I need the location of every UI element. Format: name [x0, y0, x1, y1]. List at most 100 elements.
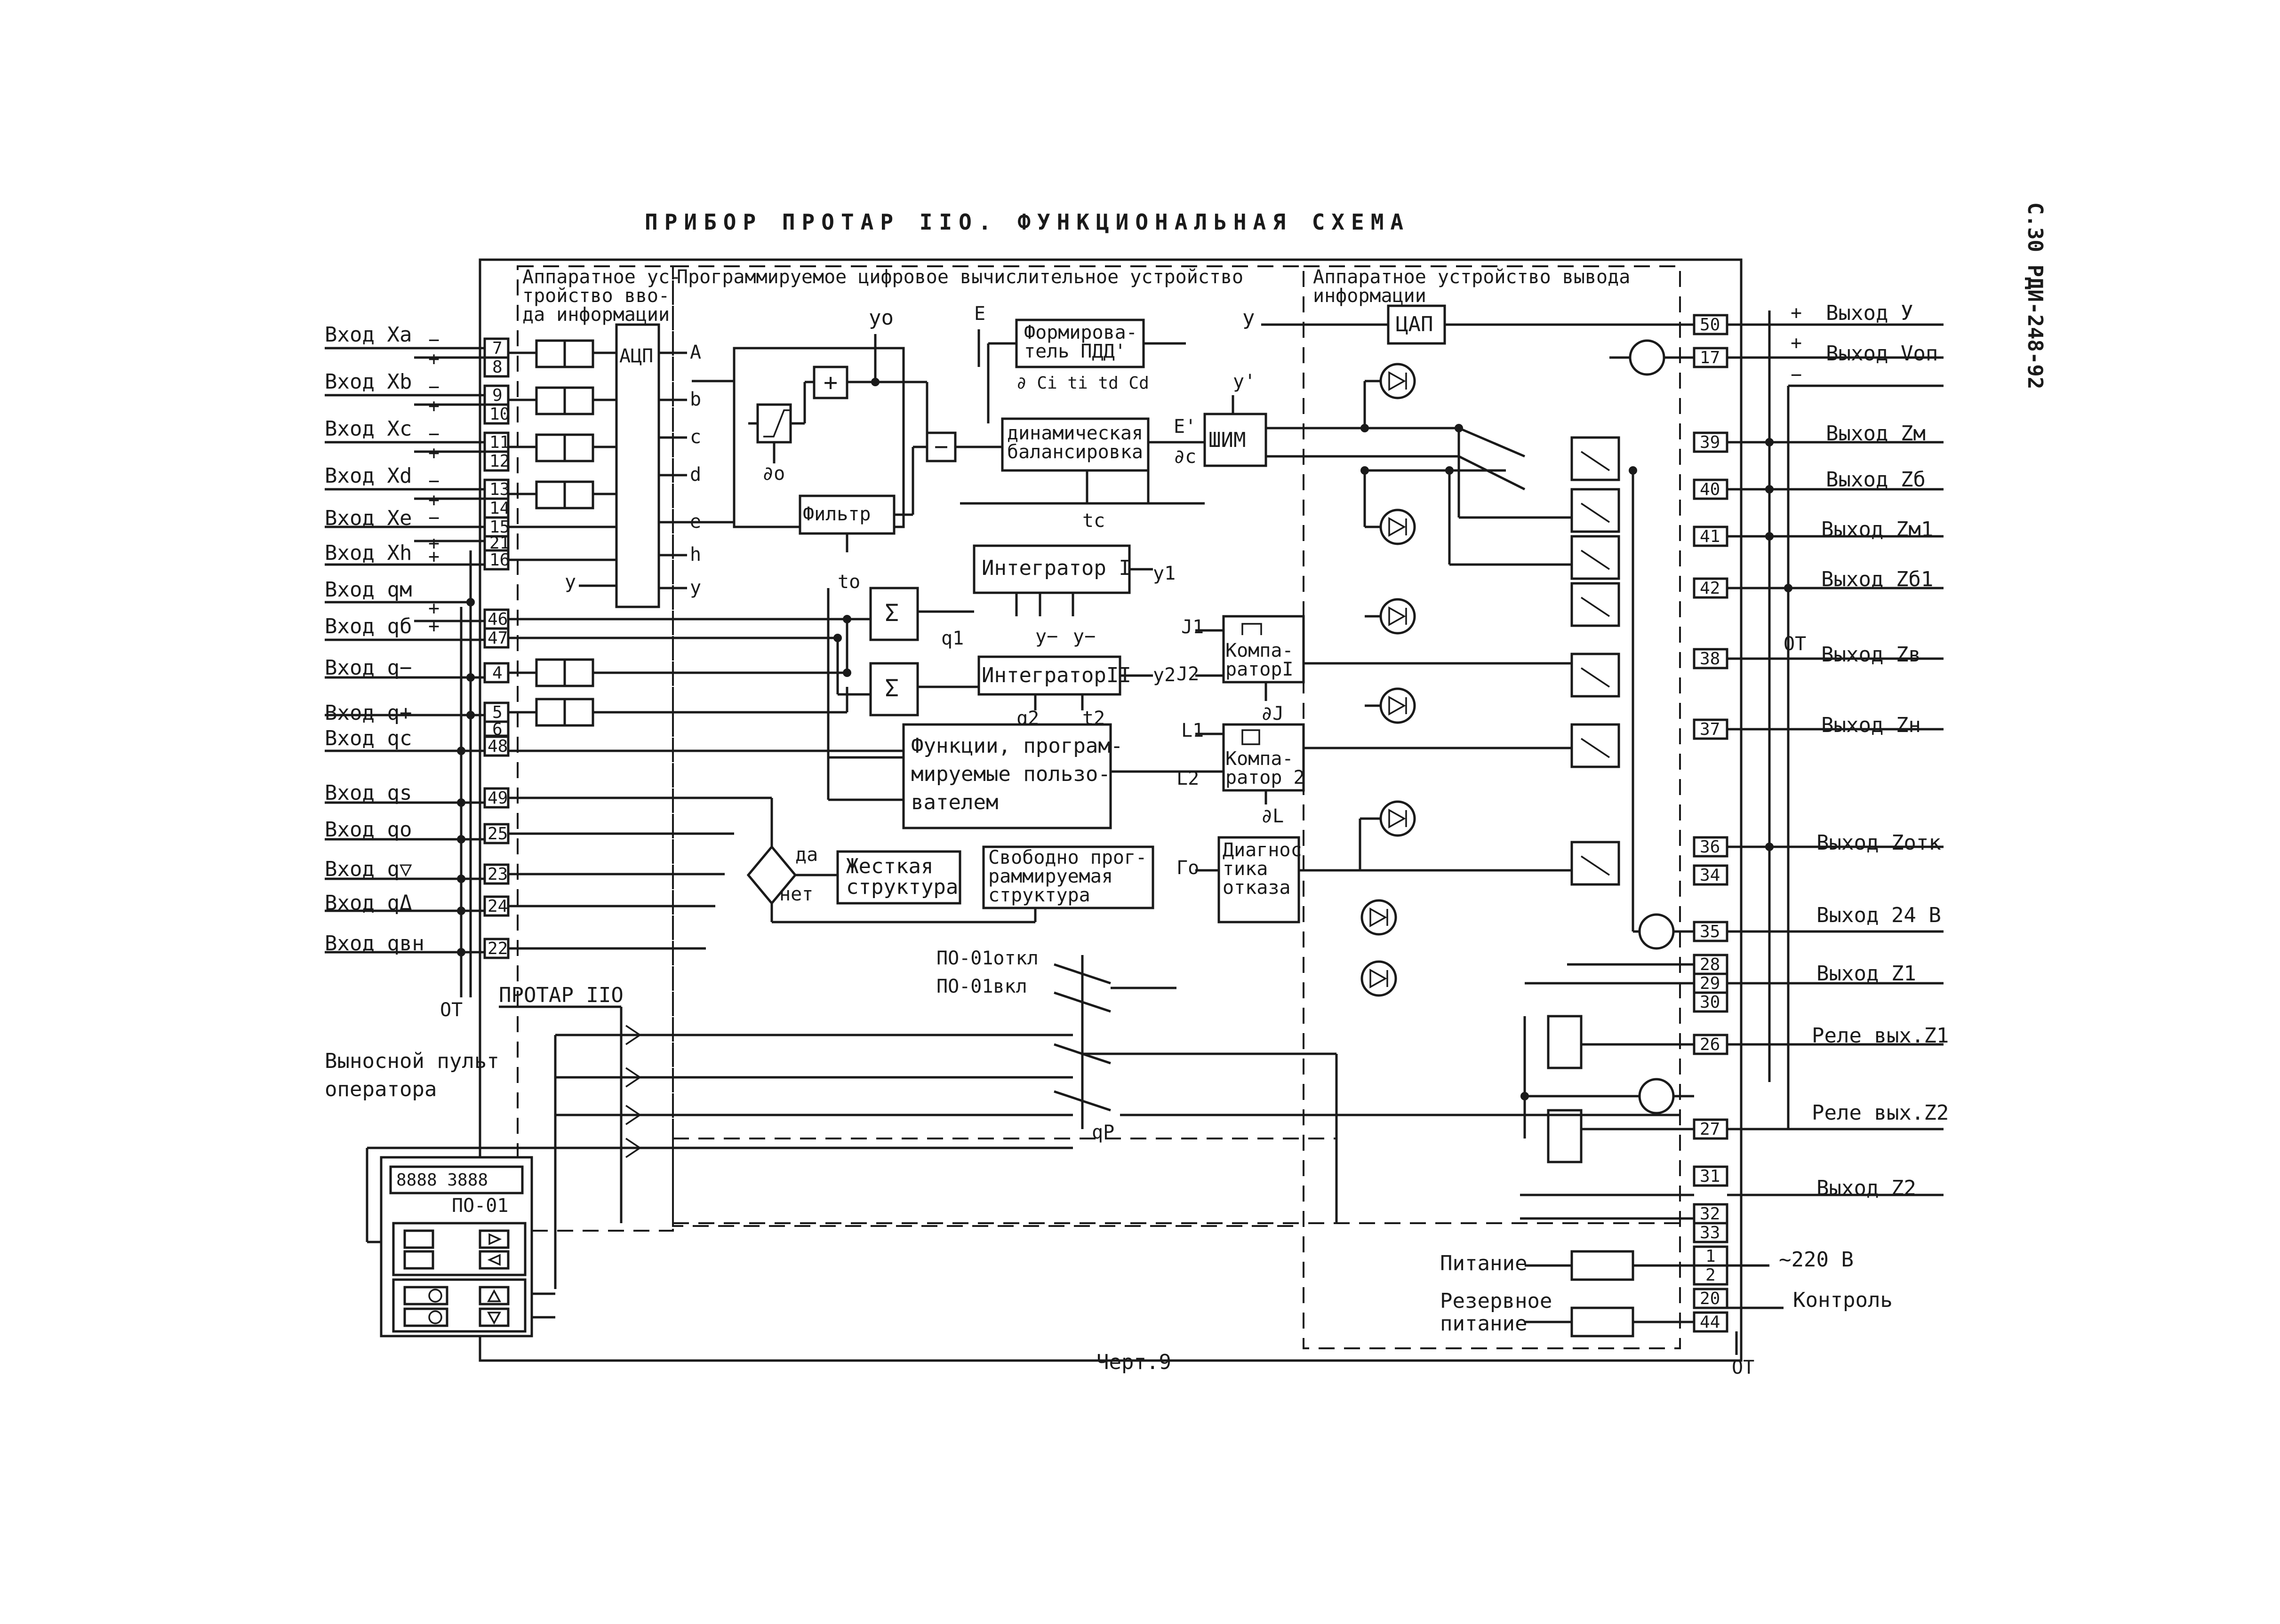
free-structure-block	[982, 845, 1154, 909]
signal-J1: J1	[1181, 616, 1204, 638]
input-label: Вход qs	[325, 781, 412, 805]
input-sign: +	[428, 546, 440, 567]
input-label: Вход qc	[325, 726, 412, 750]
bus-label: A	[690, 342, 701, 363]
pin-number: 24	[488, 897, 508, 916]
signal-aL: ∂L	[1261, 805, 1284, 827]
pin-number: 7	[492, 339, 503, 358]
output-label: Выход У	[1826, 301, 1913, 325]
panel-button-auto[interactable]	[403, 1286, 448, 1306]
output-label: Выход Z1	[1816, 962, 1916, 986]
rigid-structure-block	[836, 850, 961, 905]
up-arrow-icon	[487, 1289, 501, 1302]
output-device-title: Аппаратное устройство вывода информации	[1313, 266, 1641, 307]
former-block	[1015, 318, 1145, 368]
pin-number: 32	[1700, 1204, 1720, 1224]
pwm-block	[1203, 413, 1267, 467]
bus-label: c	[690, 426, 701, 448]
panel-button-manual[interactable]	[403, 1307, 448, 1327]
signal-aJ: ∂J	[1261, 703, 1284, 724]
signal-dc: ∂c	[1174, 446, 1196, 468]
adc-bus-outputs: A b c d e h y	[659, 342, 701, 598]
pin-number: 5	[492, 703, 503, 722]
signal-J2: J2	[1176, 663, 1199, 685]
signal-y-prime: y'	[1233, 371, 1256, 392]
cpu-frame	[672, 265, 1304, 1227]
output-label: Выход Zотк	[1816, 831, 1941, 855]
input-sign: +	[428, 395, 440, 417]
output-label: Выход Z2	[1816, 1176, 1916, 1200]
figure-caption: Черт.9	[1096, 1350, 1171, 1374]
sum-block-1	[869, 587, 919, 641]
former-params: ∂ Ci ti td Cd	[1016, 374, 1149, 393]
output-sign: −	[1791, 364, 1802, 386]
pin-number: 20	[1700, 1289, 1720, 1308]
input-sign: −	[428, 507, 440, 529]
bus-label: h	[690, 544, 701, 565]
pin-number: 35	[1700, 922, 1720, 941]
pin-number: 31	[1700, 1167, 1720, 1186]
comparator-1-label: Компа- раторI	[1225, 640, 1305, 680]
panel-button-right[interactable]	[479, 1229, 510, 1249]
protar-label: ПРОТАР IIO	[499, 983, 624, 1007]
pin-number: 1	[1705, 1247, 1716, 1266]
pin-number: 16	[489, 550, 510, 570]
pin-number: 33	[1700, 1223, 1720, 1242]
pin-number: 8	[492, 358, 503, 377]
analog-input-xc: Вход Xc − + 11 12	[325, 417, 616, 472]
panel-button-mode[interactable]	[403, 1229, 434, 1249]
output-labels: Выход У + Выход Vоп + − Выход Zм Выход Z…	[1609, 301, 1949, 1200]
bus-label: d	[690, 464, 701, 486]
input-device-title: Аппаратное ус- тройство вво- да информац…	[522, 266, 692, 326]
cpu-title: Программируемое цифровое вычислительное …	[677, 266, 1243, 288]
auto-icon	[428, 1289, 442, 1303]
signal-q1: q1	[941, 628, 964, 649]
device-frame	[479, 258, 1743, 1362]
pin-number: 41	[1700, 527, 1720, 546]
pin-number: 37	[1700, 720, 1720, 739]
balance-block	[1001, 417, 1150, 472]
panel-button-left[interactable]	[479, 1250, 510, 1270]
input-label: Вход Xa	[325, 323, 412, 347]
page-title: ПРИБОР ПРОТАР IIO. ФУНКЦИОНАЛЬНАЯ СХЕМА	[645, 209, 1410, 235]
remote-display-value: 8888 3888	[396, 1170, 488, 1190]
analog-input-xe: Вход Xe − + 15 21	[325, 506, 616, 554]
pwm-label: ШИМ	[1208, 428, 1246, 452]
supply-coil	[1638, 1078, 1675, 1115]
signal-L1: L1	[1181, 720, 1204, 741]
integrator-2-label: ИнтеграторII	[982, 663, 1131, 687]
signal-y1: y1	[1153, 563, 1176, 584]
input-label: Вход q−	[325, 656, 412, 680]
signal-tc: tc	[1082, 510, 1105, 532]
sum-sign: Σ	[885, 675, 899, 702]
input-sign: +	[428, 442, 440, 464]
pin-number: 42	[1700, 579, 1720, 598]
decision-yes: да	[795, 844, 818, 866]
filter-label: Фильтр	[803, 503, 871, 525]
diagnostics-block	[1217, 836, 1300, 923]
power-ot-label: ОТ	[1732, 1357, 1754, 1378]
pin-number: 39	[1700, 433, 1720, 452]
dac-block	[1387, 304, 1446, 345]
signal-y-plus: y−	[1073, 626, 1096, 647]
pin-number: 44	[1700, 1313, 1720, 1332]
switch-off-label: ПО-01откл	[936, 947, 1039, 969]
input-sign: −	[428, 470, 440, 492]
comparator-2-block	[1222, 723, 1305, 792]
signal-ao: ∂o	[762, 463, 785, 485]
output-label: Выход Vоп	[1826, 342, 1938, 366]
signal-E-prime: E'	[1174, 416, 1196, 438]
output-label: Выход Zб	[1826, 468, 1926, 492]
relay-coil-2	[1547, 1109, 1583, 1163]
pin-number: 38	[1700, 649, 1720, 669]
functions-label: Функции, програм- мируемые пользо- вател…	[911, 734, 1136, 814]
input-label: Вход q+	[325, 701, 412, 725]
pin-number: 40	[1700, 480, 1720, 499]
input-sign: +	[428, 615, 440, 637]
reserve-supply-label: Резервное питание	[1440, 1289, 1565, 1336]
input-label: Вход Xb	[325, 370, 412, 394]
relay-coil-1	[1547, 1015, 1583, 1069]
pin-number: 14	[489, 499, 510, 518]
panel-button-cycle[interactable]	[403, 1250, 434, 1270]
input-sign: −	[428, 329, 440, 351]
